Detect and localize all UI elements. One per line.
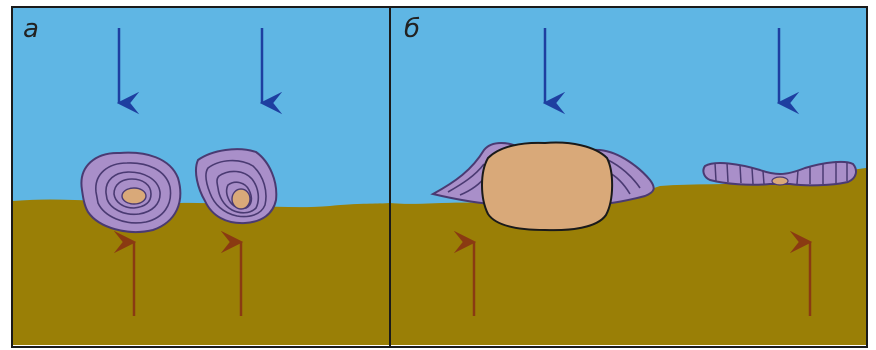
nucleus [122,188,146,204]
nucleus [232,189,250,209]
nucleus [482,143,612,231]
sediment-layer [13,199,390,345]
concretion-left [81,153,180,232]
panel-a: а [13,8,390,345]
panel-label-b: б [404,14,420,44]
panel-b: б [390,8,866,345]
nucleus [772,177,788,185]
panel-label-a: а [23,14,39,44]
